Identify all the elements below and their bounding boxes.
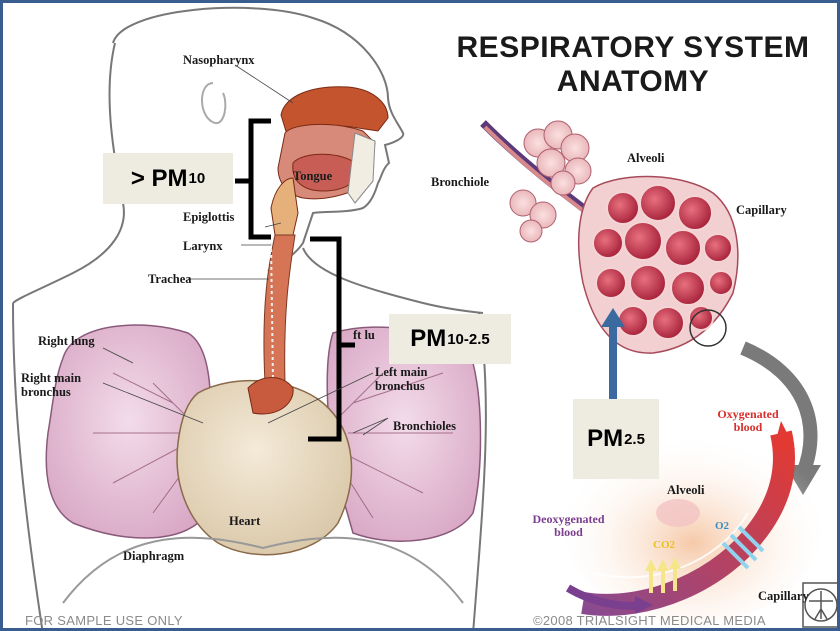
pm2-5-subscript: 2.5 <box>624 431 645 448</box>
label-oxygenated-line2: blood <box>703 421 793 434</box>
pm10-2-5-subscript: 10-2.5 <box>447 331 490 348</box>
diagram-title: RESPIRATORY SYSTEM ANATOMY <box>433 31 833 99</box>
label-deoxygenated-line2: blood <box>521 526 616 539</box>
ear <box>202 83 225 123</box>
label-heart: Heart <box>229 514 260 528</box>
label-capillary-top: Capillary <box>736 203 787 217</box>
footer-sample-use: FOR SAMPLE USE ONLY <box>25 613 183 628</box>
label-oxygenated-blood: Oxygenated blood <box>703 408 793 434</box>
label-right-lung: Right lung <box>38 334 95 348</box>
label-diaphragm: Diaphragm <box>123 549 184 563</box>
label-right-main-bronchus-line1: Right main <box>21 371 81 385</box>
title-line-2: ANATOMY <box>433 65 833 99</box>
label-left-main-bronchus-line1: Left main <box>375 365 427 379</box>
label-alveoli-bottom: Alveoli <box>667 483 705 497</box>
label-bronchiole: Bronchiole <box>431 175 489 189</box>
trachea <box>264 235 295 383</box>
diaphragm <box>63 538 463 603</box>
label-alveoli-top: Alveoli <box>627 151 665 165</box>
label-co2: CO2 <box>653 538 675 552</box>
pm2-5-prefix: PM <box>587 425 623 453</box>
title-line-1: RESPIRATORY SYSTEM <box>433 31 833 65</box>
label-tongue: Tongue <box>293 169 332 183</box>
label-o2: O2 <box>715 519 729 533</box>
label-deoxygenated-blood: Deoxygenated blood <box>521 513 616 539</box>
label-left-lung-partial: ft lu <box>353 328 375 342</box>
label-trachea: Trachea <box>148 272 192 286</box>
label-larynx: Larynx <box>183 239 223 253</box>
label-bronchioles: Bronchioles <box>393 419 456 433</box>
footer-copyright: ©2008 TRIALSIGHT MEDICAL MEDIA <box>533 613 766 628</box>
pm25-arrow <box>601 308 625 399</box>
label-capillary-bottom: Capillary <box>758 589 809 603</box>
label-right-main-bronchus: Right main bronchus <box>21 371 81 399</box>
pm10-subscript: 10 <box>189 170 206 187</box>
label-right-main-bronchus-line2: bronchus <box>21 385 81 399</box>
label-nasopharynx: Nasopharynx <box>183 53 255 67</box>
pm10-prefix: > PM <box>131 165 188 193</box>
label-left-main-bronchus-line2: bronchus <box>375 379 427 393</box>
label-left-main-bronchus: Left main bronchus <box>375 365 427 393</box>
label-epiglottis: Epiglottis <box>183 210 234 224</box>
pm10-2-5-prefix: PM <box>410 325 446 353</box>
